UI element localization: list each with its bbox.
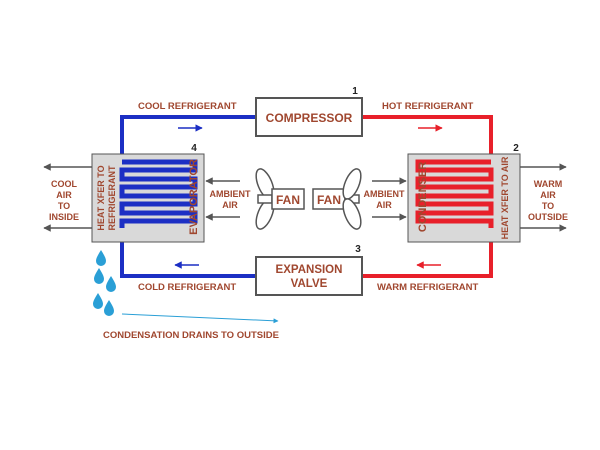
compressor-label: COMPRESSOR <box>266 111 353 125</box>
right-fan-blade-bottom-icon <box>342 198 362 230</box>
evaporator-heat-label-line2: REFRIGERANT <box>107 165 117 231</box>
expansion-valve-number: 3 <box>355 244 361 255</box>
left-ambient-air-label-line1: AMBIENT <box>210 189 251 199</box>
cool-air-label-2: AIR <box>56 190 72 200</box>
cool-air-label-1: COOL <box>51 179 78 189</box>
left-fan-label: FAN <box>276 193 300 207</box>
condenser-heat-label: HEAT XFER TO AIR <box>500 156 510 239</box>
water-drop-icon <box>93 293 103 309</box>
right-ambient-air-label-line2: AIR <box>376 200 392 210</box>
condenser-coil <box>415 159 494 228</box>
condenser: CONDENSER HEAT XFER TO AIR <box>407 153 521 243</box>
warm-air-label-2: AIR <box>540 190 556 200</box>
evaporator: EVAPORATOR HEAT XFER TO REFRIGERANT <box>91 153 205 243</box>
condenser-number: 2 <box>513 143 519 154</box>
evaporator-label: EVAPORATOR <box>188 159 200 235</box>
warm-refrigerant-label: WARM REFRIGERANT <box>377 282 479 293</box>
evaporator-number: 4 <box>191 143 197 154</box>
hot-refrigerant-label: HOT REFRIGERANT <box>382 101 474 112</box>
right-fan-label: FAN <box>317 193 341 207</box>
left-fan-hub-icon <box>257 194 273 204</box>
left-ambient-air-label-line2: AIR <box>222 200 238 210</box>
compressor: COMPRESSOR <box>255 97 363 137</box>
right-fan: FAN <box>312 168 362 230</box>
cool-air-label-3: TO <box>58 201 70 211</box>
warm-air-label-1: WARM <box>534 179 563 189</box>
water-drop-icon <box>96 250 106 266</box>
water-drop-icon <box>94 268 104 284</box>
right-fan-blade-top-icon <box>342 168 362 200</box>
cold-refrigerant-line <box>120 228 256 278</box>
compressor-number: 1 <box>352 86 358 97</box>
warm-air-label-3: TO <box>542 201 554 211</box>
right-ambient-air-label-line1: AMBIENT <box>364 189 405 199</box>
water-drop-icon <box>104 300 114 316</box>
cold-refrigerant-label: COLD REFRIGERANT <box>138 282 236 293</box>
left-fan-label-box <box>271 188 305 210</box>
evaporator-coil <box>119 159 198 228</box>
expansion-valve: EXPANSION VALVE <box>255 256 363 296</box>
condensation-label: CONDENSATION DRAINS TO OUTSIDE <box>103 330 279 341</box>
expansion-valve-label-line1: EXPANSION <box>276 264 343 276</box>
cool-refrigerant-label: COOL REFRIGERANT <box>138 101 237 112</box>
water-drop-icon <box>106 276 116 292</box>
warm-refrigerant-line <box>362 228 493 278</box>
hot-refrigerant-line <box>362 115 493 162</box>
evaporator-heat-label-line1: HEAT XFER TO <box>96 165 106 230</box>
condenser-label: CONDENSER <box>417 162 429 232</box>
condensation-arrow <box>121 313 279 324</box>
cool-refrigerant-line <box>120 115 256 162</box>
expansion-valve-label-line2: VALVE <box>291 278 328 290</box>
left-fan: FAN <box>255 168 305 230</box>
condensation-drops <box>93 250 116 316</box>
warm-air-label-4: OUTSIDE <box>528 212 568 222</box>
cool-air-label-4: INSIDE <box>49 212 79 222</box>
